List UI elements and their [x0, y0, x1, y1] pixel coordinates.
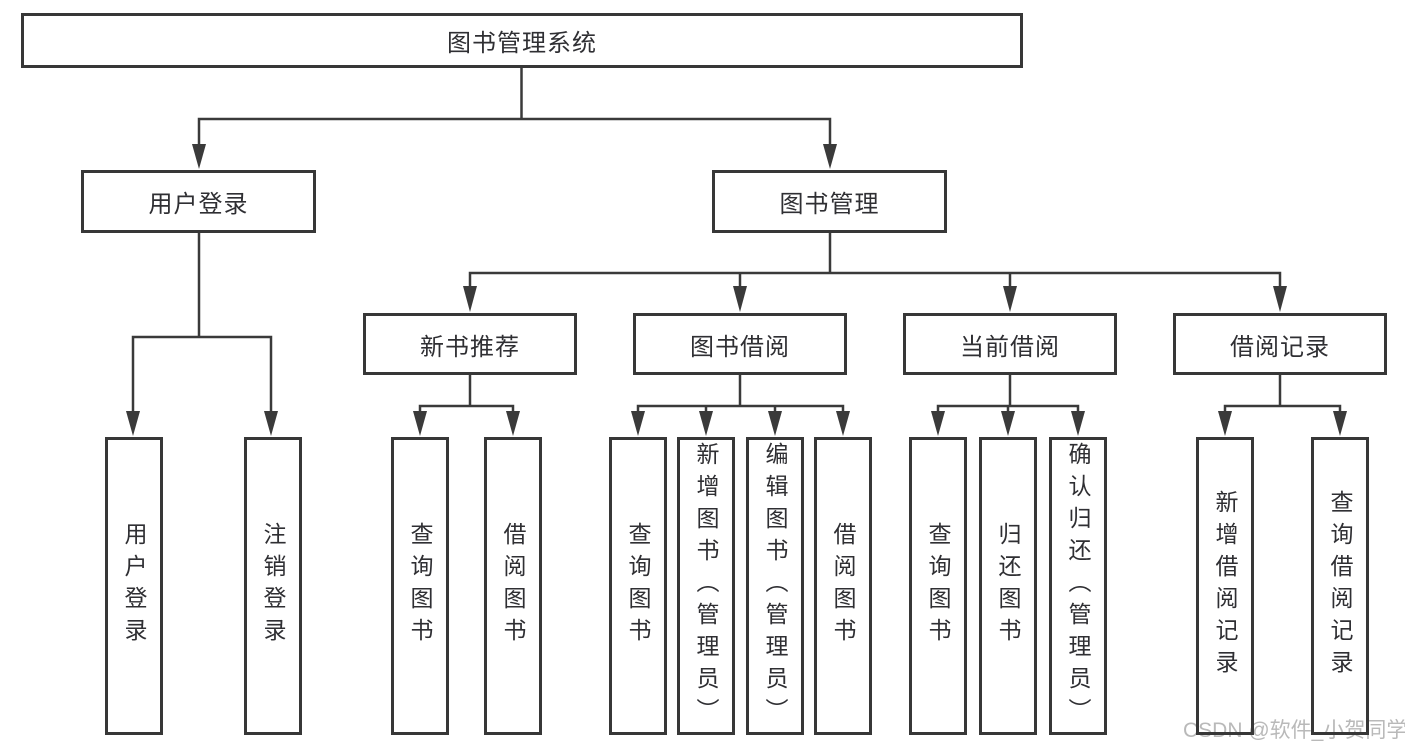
csdn-watermark: CSDN @软件_小贺同学: [1183, 719, 1405, 742]
leaf-user-login: 用户登录: [105, 437, 163, 735]
leaf-newbooks-borrow-book: 借阅图书: [484, 437, 542, 735]
leaf-borrow-edit-book-admin: 编辑图书（管理员）: [746, 437, 804, 735]
node-root-system: 图书管理系统: [21, 13, 1023, 68]
leaf-current-confirm-return-admin: 确认归还（管理员）: [1049, 437, 1107, 735]
leaf-current-return-book: 归还图书: [979, 437, 1037, 735]
leaf-logout: 注销登录: [244, 437, 302, 735]
node-book-management: 图书管理: [712, 170, 947, 233]
node-new-book-recommend: 新书推荐: [363, 313, 577, 375]
leaf-newbooks-query-book: 查询图书: [391, 437, 449, 735]
arrowhead-icons: [126, 144, 1347, 436]
leaf-current-query-book: 查询图书: [909, 437, 967, 735]
node-user-login: 用户登录: [81, 170, 316, 233]
leaf-records-add-record: 新增借阅记录: [1196, 437, 1254, 735]
leaf-borrow-add-book-admin: 新增图书（管理员）: [677, 437, 735, 735]
node-book-borrow: 图书借阅: [633, 313, 847, 375]
node-current-borrow: 当前借阅: [903, 313, 1117, 375]
leaf-borrow-query-book: 查询图书: [609, 437, 667, 735]
leaf-records-query-record: 查询借阅记录: [1311, 437, 1369, 735]
node-borrow-records: 借阅记录: [1173, 313, 1387, 375]
leaf-borrow-borrow-book: 借阅图书: [814, 437, 872, 735]
